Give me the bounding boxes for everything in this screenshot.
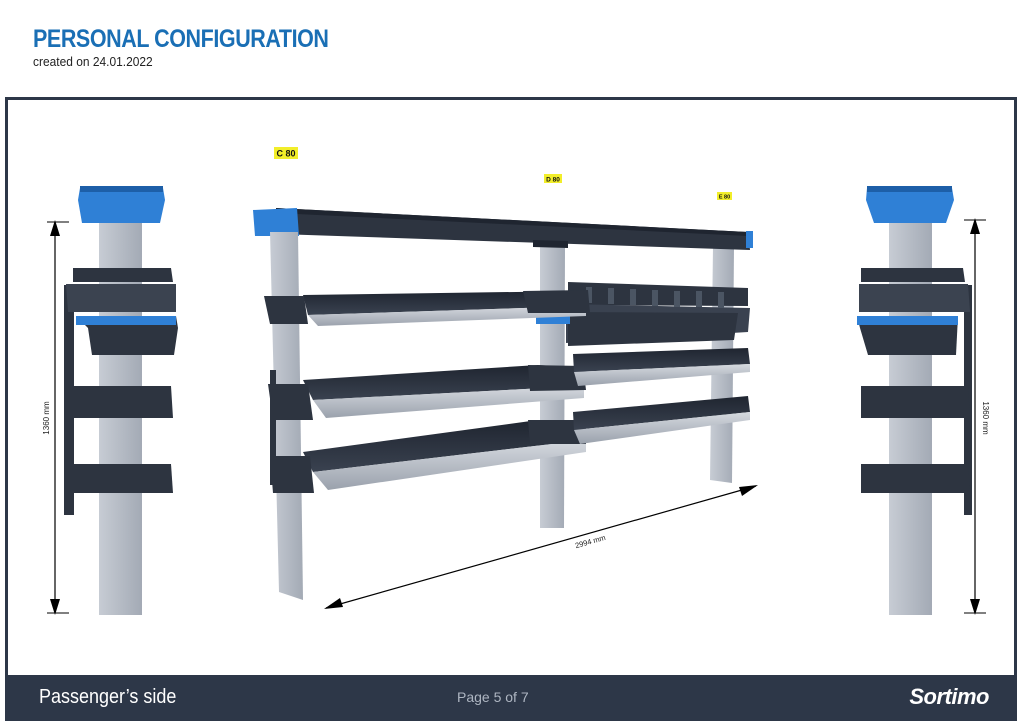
shelf-lower-left bbox=[303, 420, 586, 472]
right-height-label: 1360 mm bbox=[981, 401, 990, 435]
shelf-upper-left bbox=[303, 291, 586, 315]
right-top-bin bbox=[866, 188, 954, 223]
right-side-view bbox=[857, 186, 972, 615]
svg-text:C 80: C 80 bbox=[276, 149, 295, 159]
page-title: PERSONAL CONFIGURATION bbox=[33, 25, 329, 53]
shelving-unit-perspective bbox=[253, 208, 753, 600]
right-height-dimension: 1360 mm bbox=[964, 218, 990, 615]
shelf-lower-right bbox=[573, 396, 750, 430]
left-top-bin bbox=[78, 188, 165, 223]
module-tag-c: C 80 bbox=[274, 147, 298, 159]
left-height-label: 1360 mm bbox=[42, 401, 51, 435]
creation-date: created on 24.01.2022 bbox=[33, 54, 153, 69]
page-footer: Passenger’s side Page 5 of 7 Sortimo bbox=[5, 675, 1017, 721]
shelf-middle-right bbox=[573, 348, 750, 372]
left-side-view bbox=[64, 186, 178, 615]
small-parts-bins bbox=[536, 282, 750, 346]
page-number: Page 5 of 7 bbox=[457, 689, 529, 705]
module-tag-e: E 80 bbox=[717, 192, 732, 201]
shelf-middle-left bbox=[303, 365, 584, 400]
left-height-dimension: 1360 mm bbox=[42, 220, 69, 615]
top-corner-cap bbox=[253, 208, 299, 236]
sortimo-logo: Sortimo bbox=[909, 684, 989, 709]
svg-text:E 80: E 80 bbox=[719, 195, 730, 201]
svg-text:D 80: D 80 bbox=[546, 177, 560, 184]
module-tag-d: D 80 bbox=[544, 174, 562, 184]
side-label: Passenger’s side bbox=[39, 686, 177, 708]
shelving-drawing: 1360 mm bbox=[42, 147, 990, 615]
length-label: 2994 mm bbox=[574, 533, 607, 550]
